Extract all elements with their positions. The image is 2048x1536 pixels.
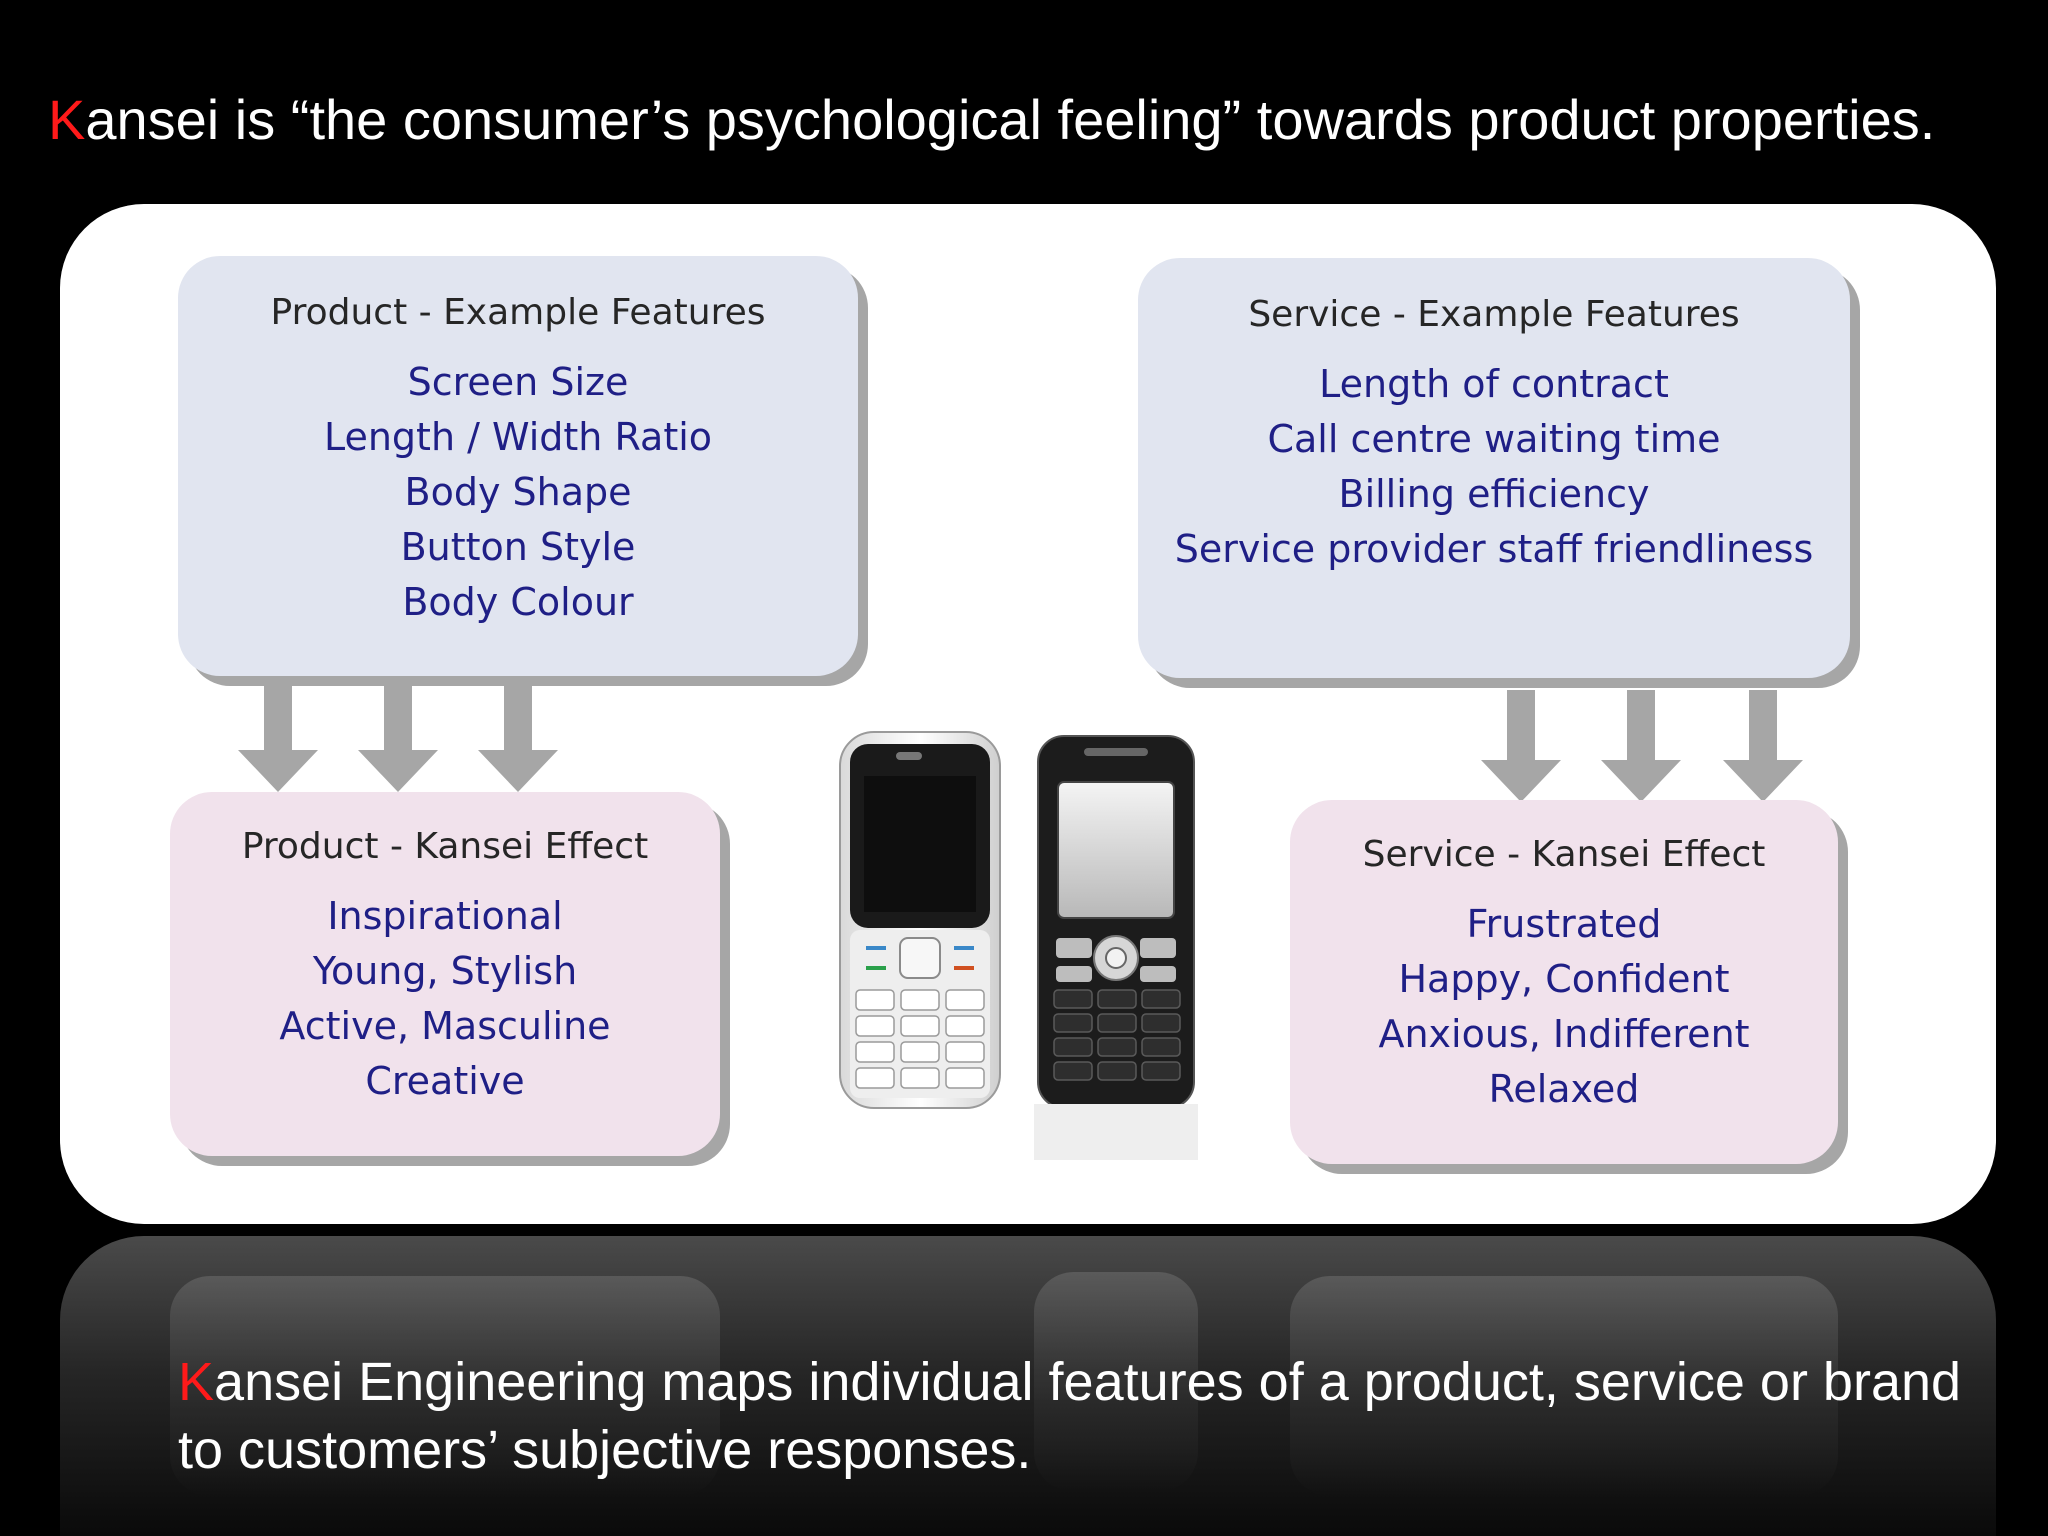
service-kansei-item: Frustrated [1466, 902, 1662, 946]
product-features-title: Product - Example Features [270, 292, 766, 333]
product-kansei-item: Young, Stylish [312, 949, 578, 993]
down-arrow-icon [1601, 690, 1681, 802]
product-kansei-item: Inspirational [327, 894, 563, 938]
down-arrow-icon [238, 680, 318, 792]
reflection-shape [1290, 1276, 1838, 1496]
product-feature-item: Length / Width Ratio [323, 415, 713, 459]
service-kansei-item: Anxious, Indifferent [1378, 1012, 1750, 1056]
product-kansei-item: Creative [365, 1059, 525, 1103]
product-feature-item: Screen Size [407, 360, 629, 404]
reflection-shape [170, 1276, 720, 1496]
service-kansei-title: Service - Kansei Effect [1362, 834, 1766, 875]
down-arrow-icon [1723, 690, 1803, 802]
service-feature-item: Length of contract [1319, 362, 1669, 406]
black-mobile-phone-icon [1034, 735, 1198, 1160]
title-text: ansei is “the consumer’s psychological f… [85, 88, 1936, 151]
product-feature-item: Body Shape [404, 470, 632, 514]
service-features-title: Service - Example Features [1248, 294, 1740, 335]
product-kansei-box: Product - Kansei Effect Inspirational Yo… [170, 792, 720, 1156]
reflection-shape [1034, 1272, 1198, 1492]
product-features-box: Product - Example Features Screen Size L… [178, 256, 858, 676]
down-arrow-icon [1481, 690, 1561, 802]
service-kansei-item: Happy, Confident [1398, 957, 1730, 1001]
down-arrow-icon [358, 680, 438, 792]
service-kansei-box: Service - Kansei Effect Frustrated Happy… [1290, 800, 1838, 1164]
service-feature-item: Call centre waiting time [1267, 417, 1721, 461]
footer-text: ansei Engineering maps individual featur… [178, 1352, 1962, 1480]
service-feature-item: Billing efficiency [1338, 472, 1650, 516]
product-feature-item: Button Style [400, 525, 636, 569]
product-feature-item: Body Colour [402, 580, 634, 624]
service-kansei-item: Relaxed [1488, 1067, 1640, 1111]
service-feature-item: Service provider staff friendliness [1174, 527, 1814, 571]
footer-accent-letter: K [178, 1352, 215, 1412]
slide-title: Kansei is “the consumer’s psychological … [48, 84, 2028, 156]
title-accent-letter: K [48, 88, 86, 151]
service-features-box: Service - Example Features Length of con… [1138, 258, 1850, 678]
footer-statement: Kansei Engineering maps individual featu… [178, 1348, 1978, 1484]
panel-reflection [60, 1236, 1996, 1536]
product-kansei-title: Product - Kansei Effect [241, 826, 649, 867]
product-kansei-item: Active, Masculine [279, 1004, 611, 1048]
white-mobile-phone-icon [839, 731, 1001, 1109]
down-arrow-icon [478, 680, 558, 792]
